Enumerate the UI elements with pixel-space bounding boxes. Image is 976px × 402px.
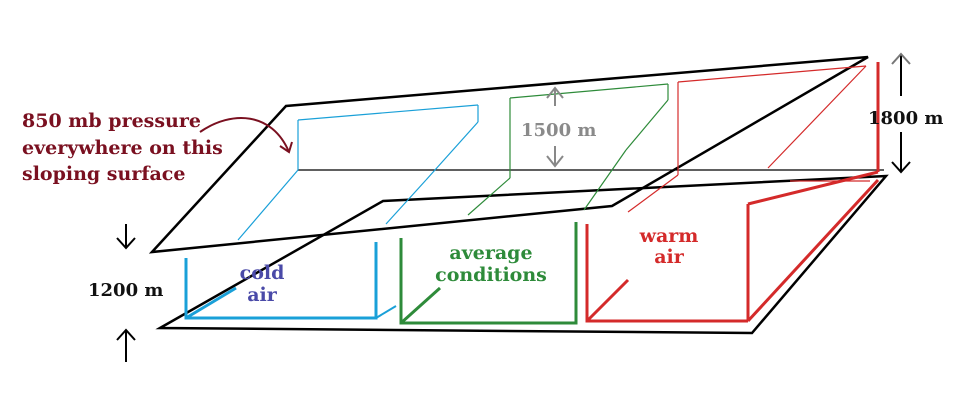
annotation-line-3: sloping surface [22,163,185,185]
height-label-1200: 1200 m [88,280,163,301]
warm-air-label-1: warm [639,225,699,247]
annotation-arrow [199,117,293,154]
height-label-1500: 1500 m [521,120,596,141]
cold-air-label-2: air [247,284,278,306]
average-label-1: average [449,242,532,264]
cold-air-label-1: cold [240,262,285,284]
warm-air-label-2: air [654,246,685,268]
pressure-surface [148,55,869,254]
average-column [399,83,669,325]
height-arrows-1200 [116,224,136,362]
ground-plane [155,174,889,335]
cold-air-column [184,104,479,320]
height-arrows-1800 [891,52,911,174]
average-label-2: conditions [435,264,547,286]
height-label-1800: 1800 m [868,108,943,129]
annotation-line-2: everywhere on this [22,137,223,159]
height-arrows-1500 [546,86,564,168]
warm-air-column [585,62,880,323]
annotation-line-1: 850 mb pressure [22,110,201,132]
